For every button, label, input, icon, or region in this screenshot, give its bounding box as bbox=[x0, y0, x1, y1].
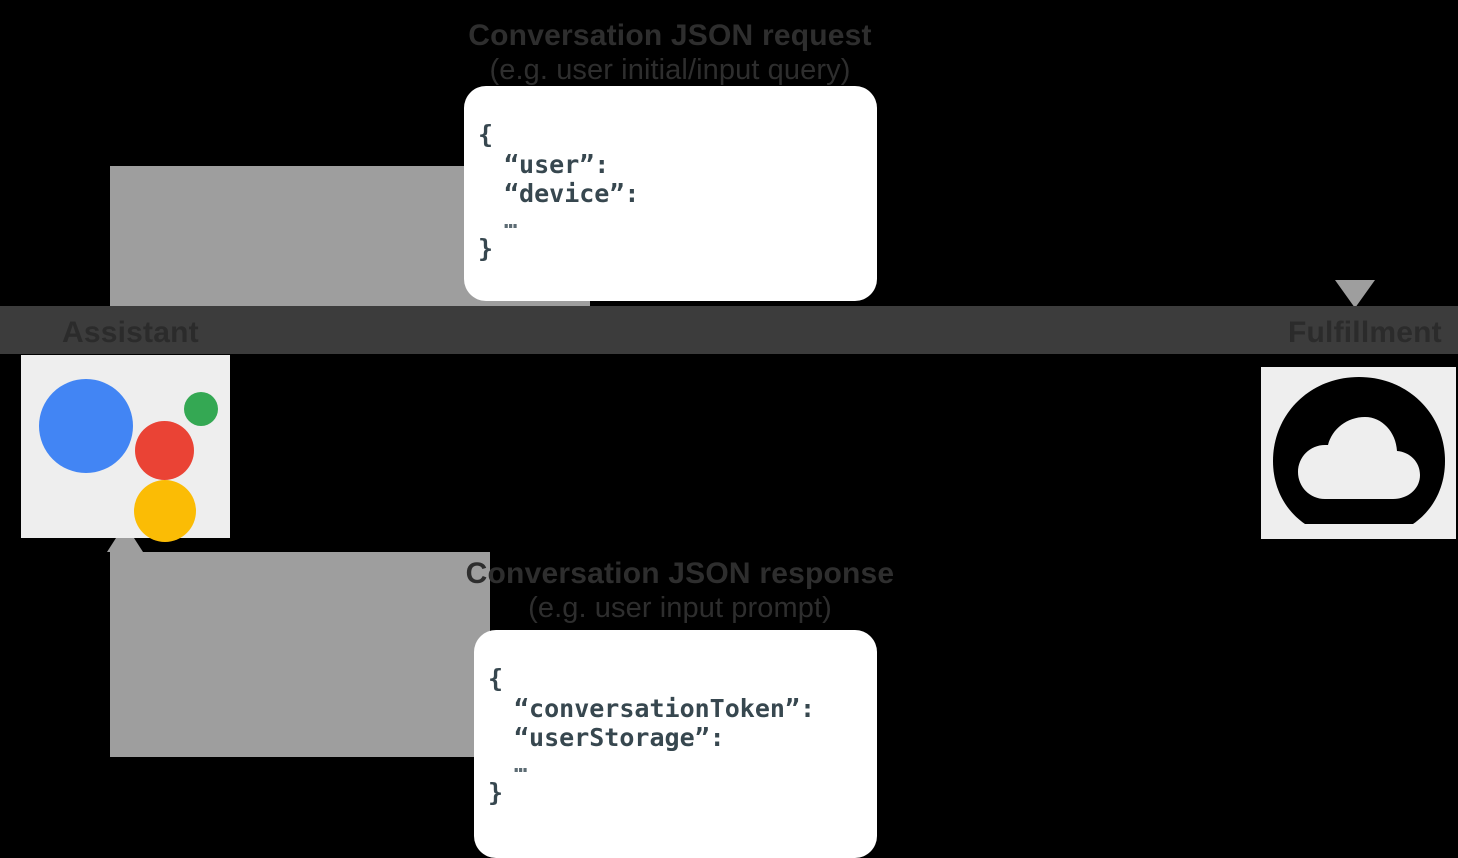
response-caption: Conversation JSON response (e.g. user in… bbox=[0, 556, 1360, 626]
request-caption-title: Conversation JSON request bbox=[468, 19, 872, 52]
json-line: “device”: bbox=[504, 179, 640, 208]
json-line: { bbox=[478, 120, 494, 149]
request-caption-subtitle: (e.g. user initial/input query) bbox=[489, 54, 851, 87]
json-line: … bbox=[514, 752, 528, 778]
request-arrow-head-icon bbox=[1335, 280, 1375, 308]
assistant-dot-blue-icon bbox=[39, 379, 133, 473]
json-line: “userStorage”: bbox=[514, 723, 725, 752]
assistant-dot-yellow-icon bbox=[134, 480, 196, 542]
json-line: “user”: bbox=[504, 149, 610, 179]
request-json-card: { “user”: “device”: … } bbox=[464, 86, 877, 301]
assistant-label: Assistant bbox=[62, 316, 199, 349]
fulfillment-label: Fulfillment bbox=[1288, 316, 1442, 349]
response-caption-title: Conversation JSON response bbox=[465, 557, 895, 590]
request-caption: Conversation JSON request (e.g. user ini… bbox=[0, 18, 1340, 88]
assistant-dot-green-icon bbox=[184, 392, 218, 426]
json-line: { bbox=[488, 664, 504, 693]
assistant-dot-red-icon bbox=[135, 421, 194, 480]
json-line: … bbox=[504, 208, 518, 234]
fulfillment-cloud-tile bbox=[1261, 367, 1456, 539]
endpoint-divider-strip bbox=[0, 306, 1458, 354]
google-assistant-logo-icon bbox=[21, 355, 230, 542]
response-json-card: { “conversationToken”: “userStorage”: … … bbox=[474, 630, 877, 858]
json-line: } bbox=[478, 234, 494, 264]
json-line: “conversationToken”: bbox=[514, 693, 816, 723]
cloud-icon bbox=[1273, 377, 1445, 524]
response-caption-subtitle: (e.g. user input prompt) bbox=[528, 592, 832, 625]
response-flow-band-left bbox=[110, 552, 490, 757]
json-line: } bbox=[488, 778, 504, 808]
